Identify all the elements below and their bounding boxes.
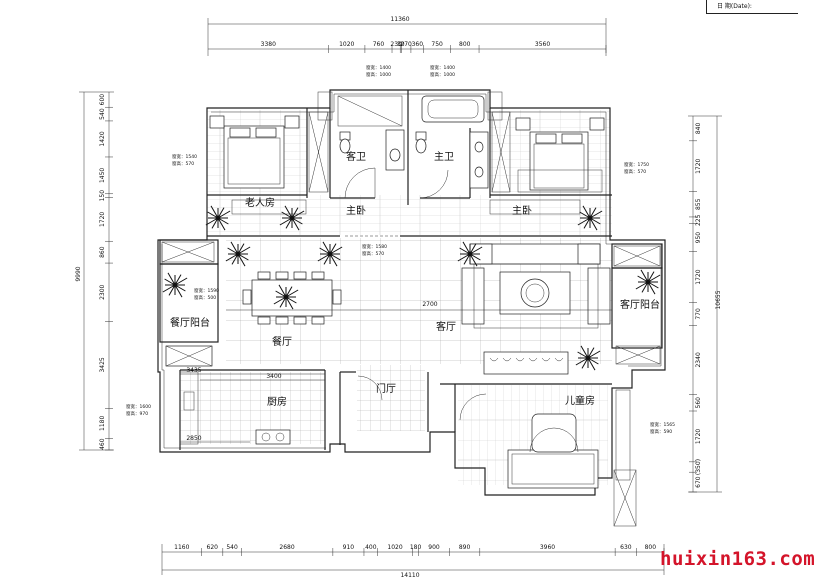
bottom-dim-3: 2680	[279, 544, 294, 551]
left-dim-2: 1420	[99, 131, 106, 146]
window-notes: 窗宽：1540 窗高：570 窗宽：1400 窗高：1000 窗宽：1400 窗…	[126, 64, 675, 435]
bottom-dim-9: 890	[459, 544, 471, 551]
walls	[157, 89, 666, 527]
svg-text:窗高：590: 窗高：590	[650, 428, 672, 435]
dim-bottom-total: 14110	[400, 572, 419, 579]
dim-kitchen-bottom: 2850	[186, 435, 201, 442]
right-dim-8: 560	[695, 397, 702, 409]
right-dim-2: 855	[695, 198, 702, 210]
bottom-dim-6: 1020	[387, 544, 402, 551]
svg-text:窗高：1000: 窗高：1000	[430, 71, 455, 78]
left-dim-10: 460	[99, 438, 106, 450]
label-dining-balcony: 餐厅阳台	[170, 316, 210, 329]
right-dim-0: 840	[695, 123, 702, 135]
left-dim-9: 1180	[99, 416, 106, 431]
dim-left-total: 9990	[75, 266, 82, 281]
top-dim-5: 270	[400, 41, 412, 48]
svg-text:窗宽：1750: 窗宽：1750	[624, 161, 649, 168]
top-dim-7: 750	[431, 41, 443, 48]
label-kids-room: 儿童房	[565, 394, 595, 407]
bottom-dim-0: 1160	[174, 544, 189, 551]
top-dim-0: 3380	[261, 41, 276, 48]
bottom-dim-4: 910	[343, 544, 355, 551]
top-dim-2: 760	[373, 41, 385, 48]
bottom-dim-2: 540	[226, 544, 238, 551]
dim-kitchen-top-a: 3435	[186, 367, 201, 374]
bottom-dim-7: 180	[410, 544, 422, 551]
room-labels: 老人房 客卫 主卫 主卧 主卧 餐厅阳台 餐厅 客厅 客厅阳台 厨房 门厅 儿童…	[170, 150, 660, 408]
label-corridor: 主卧	[346, 204, 366, 217]
right-dim-4: 950	[695, 232, 702, 244]
dim-living: 2700	[422, 301, 437, 308]
label-kitchen: 厨房	[267, 395, 287, 408]
svg-text:窗高：1000: 窗高：1000	[366, 71, 391, 78]
svg-text:窗高：570: 窗高：570	[362, 250, 384, 257]
bottom-dim-5: 400	[365, 544, 377, 551]
top-dim-9: 3560	[535, 41, 550, 48]
dim-top-total: 11360	[390, 16, 409, 23]
top-dim-3: 230	[390, 41, 402, 48]
right-dim-10: (350)	[695, 459, 702, 475]
left-dim-5: 1720	[99, 212, 106, 227]
top-dim-1: 1020	[339, 41, 354, 48]
label-foyer: 门厅	[376, 382, 396, 395]
svg-text:窗宽：1565: 窗宽：1565	[650, 421, 675, 428]
label-dining: 餐厅	[272, 335, 292, 348]
bottom-dim-8: 900	[428, 544, 440, 551]
bottom-dim-10: 3960	[540, 544, 555, 551]
svg-text:窗高：970: 窗高：970	[126, 410, 148, 417]
svg-text:窗宽：1400: 窗宽：1400	[366, 64, 391, 71]
bottom-dim-11: 630	[620, 544, 632, 551]
left-dim-1: 540	[99, 108, 106, 120]
left-dim-3: 1450	[99, 168, 106, 183]
svg-text:窗宽：1400: 窗宽：1400	[430, 64, 455, 71]
plants	[162, 205, 661, 371]
bottom-dim-12: 800	[645, 544, 657, 551]
right-dim-1: 1720	[695, 158, 702, 173]
date-label: 日 期(Date):	[706, 0, 798, 14]
right-dim-7: 2340	[695, 352, 702, 367]
right-dim-5: 1720	[695, 269, 702, 284]
label-living: 客厅	[436, 320, 456, 333]
svg-text:窗高：570: 窗高：570	[172, 160, 194, 167]
left-dimensions: 9990 600 540 1420 1450 150 1720 860 2300 3425 118…	[75, 91, 114, 451]
right-dim-9: 1720	[695, 429, 702, 444]
dim-kitchen-top-b: 3400	[266, 373, 281, 380]
left-dim-6: 860	[99, 246, 106, 258]
right-dim-3: 225	[695, 214, 702, 226]
top-dim-8: 800	[459, 41, 471, 48]
bottom-dimensions: 1160 620 540 2680 910 400 1020 180 900 890 3960 630…	[161, 544, 665, 579]
left-dim-7: 2300	[99, 284, 106, 299]
watermark: huixin163.com	[660, 548, 815, 570]
label-master-bed: 主卧	[512, 204, 532, 217]
left-dim-4: 150	[99, 190, 106, 202]
svg-text:窗宽：1590: 窗宽：1590	[194, 287, 219, 294]
right-dim-11: 670	[695, 476, 702, 488]
right-dimensions: 840 1720 855 225 950 1720 770 2340 560 1720 (350)6…	[688, 115, 722, 493]
label-master-bath: 主卫	[434, 151, 454, 163]
bottom-dim-1: 620	[207, 544, 219, 551]
svg-text:窗宽：1540: 窗宽：1540	[172, 153, 197, 160]
inner-dimensions: 2700 3435 3400 2850	[180, 301, 612, 443]
svg-text:窗高：500: 窗高：500	[194, 294, 216, 301]
top-dim-4: 30	[397, 41, 405, 48]
label-guest-bath: 客卫	[346, 150, 366, 163]
label-living-balcony: 客厅阳台	[620, 298, 660, 311]
svg-text:窗高：570: 窗高：570	[624, 168, 646, 175]
right-dim-6: 770	[695, 308, 702, 320]
furniture	[179, 95, 611, 489]
wardrobes	[161, 111, 661, 367]
label-elder-room: 老人房	[245, 196, 275, 209]
svg-text:窗宽：1600: 窗宽：1600	[126, 403, 151, 410]
top-dim-6: 360	[412, 41, 424, 48]
left-dim-8: 3425	[99, 357, 106, 372]
left-dim-0: 600	[99, 94, 106, 106]
svg-text:窗宽：1580: 窗宽：1580	[362, 243, 387, 250]
dim-right-total: 10655	[715, 290, 722, 309]
